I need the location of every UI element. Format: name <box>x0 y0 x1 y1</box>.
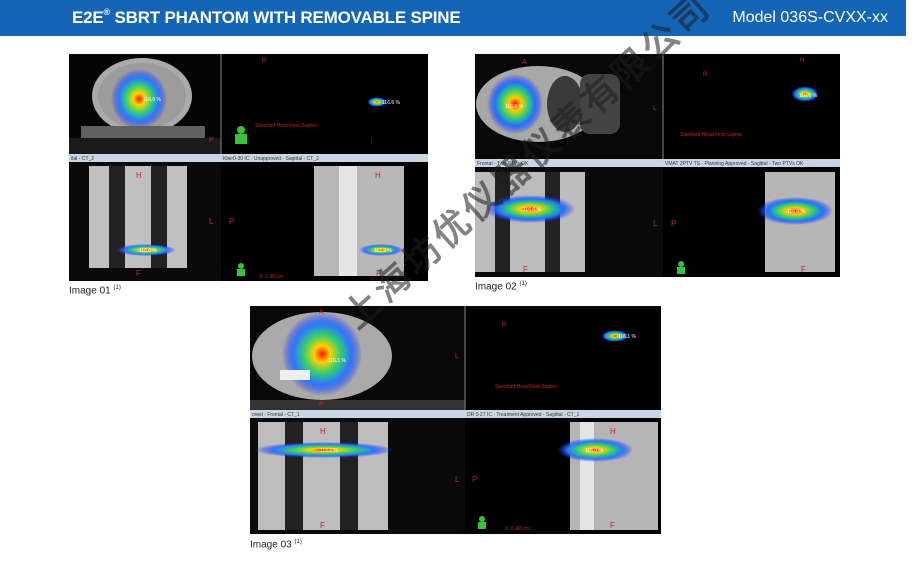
dose-label: 116.0 % <box>143 97 162 103</box>
dose-label: 116.0 % <box>374 248 393 254</box>
dose-label: 116.6 % <box>505 104 524 110</box>
coordinate-readout: X: 0.40 cm <box>259 274 283 280</box>
orientation-text: Standard Head First-Supine <box>680 132 742 138</box>
dose-label: 116.1 % <box>618 334 637 340</box>
dose-label: 116.1 % <box>328 358 347 364</box>
label-p2: P <box>472 475 477 484</box>
label-p: P <box>209 137 214 144</box>
orientation-figure-icon <box>237 263 245 276</box>
coordinate-readout: X: 0.40 cm <box>505 526 529 532</box>
caption-text: Image 02 <box>475 281 517 293</box>
image-01-caption: Image 01 (1) <box>69 285 121 296</box>
view-title-right: DR 0-27 IC · Treatment Approved - Sagitt… <box>467 412 579 418</box>
dose-label: 116.6 % <box>787 209 806 215</box>
view-title-left: ital - CT_2 <box>71 156 94 162</box>
label-h: H <box>320 427 326 436</box>
dose-label: 116.6 % <box>523 207 542 213</box>
dose-label: 116.0 % <box>585 448 604 454</box>
label-r: R <box>262 58 267 64</box>
header-bar: E2E® SBRT PHANTOM WITH REMOVABLE SPINE M… <box>0 0 906 36</box>
label-h2: H <box>375 171 381 180</box>
image-03-caption: Image 03 (1) <box>250 539 302 550</box>
label-a: A <box>319 309 324 316</box>
title-rest: SBRT PHANTOM WITH REMOVABLE SPINE <box>109 8 461 27</box>
label-l: L <box>455 353 459 360</box>
registered-mark: ® <box>103 7 111 17</box>
image-02-screenshot: 116.6 % 116.6 % Standard Head First-Supi… <box>475 54 840 277</box>
view-title-right: Klier0-30 IC · Unapproved - Sagittal - C… <box>223 156 319 162</box>
label-f: F <box>320 521 325 530</box>
orientation-figure-icon <box>478 516 486 529</box>
caption-note: (1) <box>294 539 302 545</box>
document-title: E2E® SBRT PHANTOM WITH REMOVABLE SPINE <box>72 7 461 28</box>
view-title-right: VMAT 2PTV TS · Planning Approved - Sagit… <box>665 161 804 167</box>
label-i: I <box>371 140 373 146</box>
label-a: A <box>522 59 527 66</box>
orientation-figure-icon <box>677 261 685 274</box>
label-h: H <box>136 171 142 180</box>
view-title-left: Frontal - Two PTVs OK <box>477 161 529 167</box>
label-p2: P <box>229 217 234 226</box>
caption-note: (1) <box>519 281 527 287</box>
orientation-figure-icon <box>235 126 247 144</box>
dose-cloud <box>111 69 167 129</box>
dose-label: 116.6 % <box>799 93 818 99</box>
image-03-graphic: 116.1 % 116.1 % Standard Head First-Supi… <box>250 306 661 534</box>
caption-text: Image 01 <box>69 285 111 297</box>
image-02-graphic: 116.6 % 116.6 % Standard Head First-Supi… <box>475 54 840 277</box>
caption-text: Image 03 <box>250 539 292 551</box>
label-f2: F <box>376 269 381 278</box>
label-h2: H <box>610 427 616 436</box>
label-f: F <box>136 269 141 278</box>
orientation-text: Standard Head First-Supine <box>255 123 317 129</box>
label-h: H <box>800 58 804 64</box>
label-r: R <box>703 72 708 78</box>
label-p: P <box>319 401 324 408</box>
title-prefix: E2E <box>72 8 104 27</box>
label-f: F <box>523 265 528 274</box>
label-f2: F <box>801 265 806 274</box>
label-f2: F <box>610 521 615 530</box>
label-l2: L <box>455 475 460 484</box>
dose-label: 116.6 % <box>382 100 401 106</box>
dose-label: 116.0 % <box>320 448 339 454</box>
caption-note: (1) <box>113 285 121 291</box>
image-03-screenshot: 116.1 % 116.1 % Standard Head First-Supi… <box>250 306 661 534</box>
image-01-graphic: 116.0 % 116.6 % Standard Head First-Supi… <box>69 54 428 281</box>
model-number: Model 036S-CVXX-xx <box>732 9 888 26</box>
label-r: R <box>502 322 507 328</box>
label-l2: L <box>653 219 658 228</box>
image-01-screenshot: 116.0 % 116.6 % Standard Head First-Supi… <box>69 54 428 281</box>
label-l: L <box>209 217 214 226</box>
image-02-caption: Image 02 (1) <box>475 281 527 292</box>
label-p: P <box>671 219 676 228</box>
label-l: L <box>653 105 657 112</box>
orientation-text: Standard Head First-Supine <box>495 384 557 390</box>
dose-label: 116.0 % <box>139 248 158 254</box>
view-title-left: oved - Frontal - CT_1 <box>252 412 300 418</box>
